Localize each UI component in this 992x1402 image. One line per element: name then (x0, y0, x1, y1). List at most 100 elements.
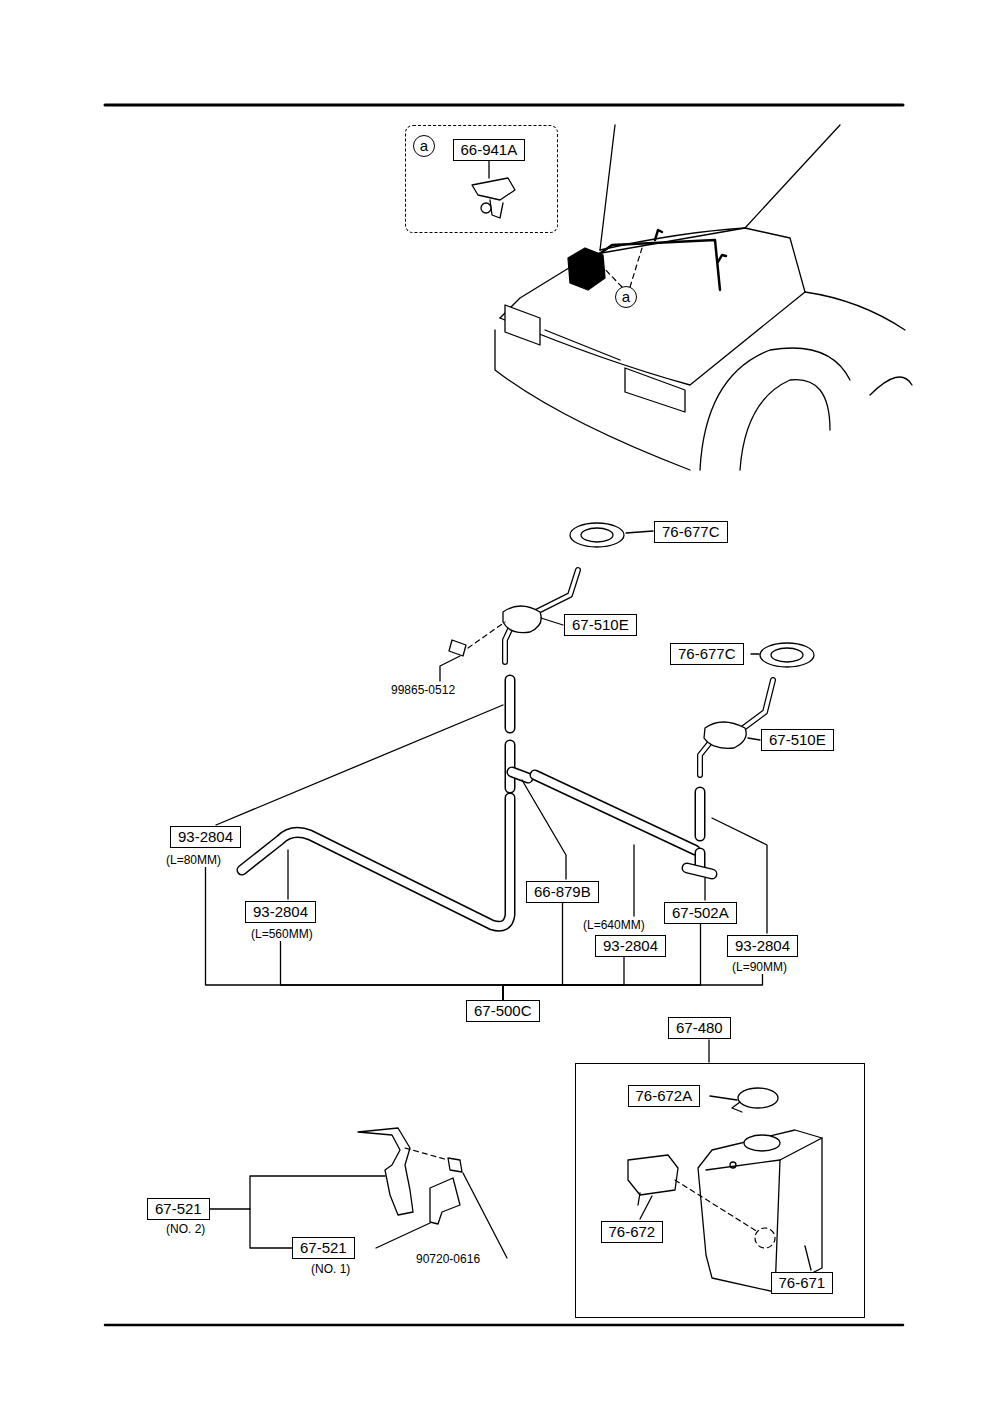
leader-line (541, 618, 563, 625)
leader-line (463, 1173, 507, 1258)
part-number: 76-677C (654, 521, 728, 543)
leader-line (287, 850, 288, 899)
length-note: (L=640MM) (582, 918, 646, 932)
pump-seat (755, 1228, 775, 1248)
part-number: 67-521 (292, 1237, 355, 1259)
page-rule (105, 104, 903, 107)
car-windshield (600, 228, 745, 250)
bolt (448, 1158, 462, 1172)
hose-bore (535, 775, 695, 850)
hose-bore (696, 792, 704, 836)
part-number-box: 93-2804(L=80MM) (170, 826, 241, 867)
hose-clip (481, 203, 491, 213)
detail-letter: a (615, 286, 637, 308)
hose-bore (242, 798, 510, 926)
nozzle-body (704, 722, 746, 748)
detail-frame: a 66-941A (405, 125, 558, 233)
part-number-box: (L=640MM) 93-2804 (582, 918, 666, 957)
nozzle-gasket (581, 528, 613, 542)
hose (535, 775, 695, 850)
part-number: 67-510E (564, 614, 637, 636)
car-body (870, 377, 912, 395)
car-tire (740, 380, 830, 470)
part-number-box: 76-677C (654, 521, 728, 543)
part-number-box: 67-500C (466, 1000, 540, 1022)
leader-line (626, 531, 653, 533)
detail-letter: a (413, 135, 435, 157)
car-pillar (600, 125, 615, 250)
part-number: 67-502A (664, 902, 737, 924)
pump-axis (675, 1180, 758, 1232)
screw (449, 640, 466, 656)
part-number-box: 66-879B (526, 881, 599, 903)
bracket-line (503, 957, 624, 1000)
car-hood (500, 228, 805, 318)
screw-axis (468, 622, 505, 648)
nozzle-pipe-bore (738, 680, 773, 732)
bolt-axis (405, 1148, 448, 1160)
tank-neck (744, 1135, 780, 1151)
length-note: (NO. 2) (165, 1222, 206, 1236)
part-number-box: 67-521 (NO. 1) (292, 1237, 355, 1276)
car-headlight (625, 368, 685, 412)
nozzle-pipe (530, 570, 578, 615)
page-rule (105, 1324, 903, 1327)
bracket-line (503, 924, 701, 1000)
part-number: 67-480 (668, 1017, 731, 1039)
washer-nozzle (718, 255, 726, 262)
hose-bore (506, 680, 514, 728)
tank-hole (730, 1162, 736, 1168)
part-number-box: 67-502A (664, 902, 737, 924)
car-bumper (495, 330, 690, 470)
length-note: (L=80MM) (165, 853, 222, 867)
pump (628, 1155, 678, 1195)
part-number: 67-510E (761, 729, 834, 751)
part-number: 93-2804 (245, 901, 316, 923)
part-number-box: 76-672 (601, 1221, 664, 1243)
nozzle-pipe (738, 680, 773, 732)
part-number-box: 93-2804(L=560MM) (245, 901, 316, 941)
pump-outlet (638, 1193, 640, 1205)
length-note: (L=90MM) (731, 960, 788, 974)
part-number: 99865-0512 (390, 683, 456, 697)
car-headlight (505, 305, 540, 345)
length-note: (NO. 1) (310, 1262, 351, 1276)
detail-pointer (598, 262, 622, 287)
leader-line (216, 705, 503, 825)
bracket-clip (430, 1178, 460, 1224)
part-number: 76-672A (628, 1085, 701, 1107)
part-number: 90720-0616 (415, 1252, 481, 1266)
nozzle-gasket (771, 648, 803, 662)
part-number: 66-879B (526, 881, 599, 903)
nozzle-body (503, 606, 541, 633)
part-number-box: 66-941A (453, 139, 526, 161)
hose (695, 792, 706, 836)
hose-joint-bore (687, 868, 712, 874)
hose-joint (687, 868, 712, 874)
leader-line (704, 878, 705, 900)
detail-pointer (630, 248, 642, 287)
assembly-frame: 67-48076-672A76-67276-671 (575, 1063, 865, 1318)
hose-clip (472, 178, 515, 200)
part-number: 93-2804 (727, 935, 798, 957)
bracket (358, 1128, 413, 1215)
leader-line (250, 1176, 385, 1209)
tank-cap-tab (732, 1102, 742, 1112)
car-wheel (700, 348, 850, 470)
tank-cap (738, 1088, 778, 1108)
car-hood-front (500, 292, 805, 385)
part-number-box: 93-2804 (L=90MM) (727, 935, 798, 974)
bracket-line (210, 1209, 292, 1248)
bracket-line (206, 867, 504, 1000)
nozzle-gasket (760, 643, 814, 667)
leader-line (640, 1196, 652, 1219)
hose (505, 680, 516, 728)
part-number: 93-2804 (595, 935, 666, 957)
tank (698, 1130, 822, 1292)
part-number-box: 76-672A (628, 1085, 701, 1107)
part-number: 76-671 (771, 1272, 834, 1294)
hose-joint-bore (512, 772, 528, 778)
